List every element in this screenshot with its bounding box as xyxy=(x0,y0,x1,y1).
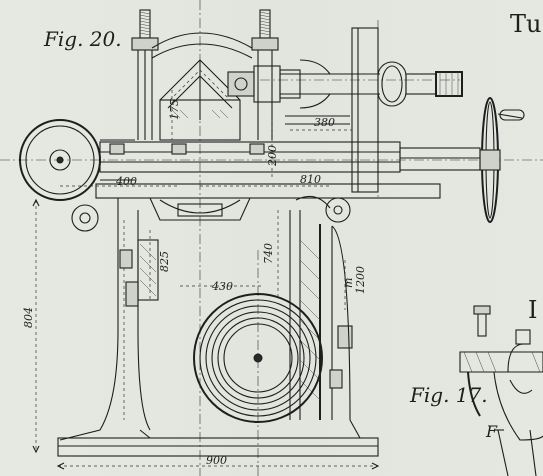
cone-pulley xyxy=(193,293,323,423)
edge-letter-right: I xyxy=(528,296,537,324)
dimension-lines xyxy=(32,90,380,470)
left-pulley xyxy=(19,119,135,201)
drive-shaft xyxy=(280,59,380,125)
dim-1200: 1200 xyxy=(354,266,367,294)
dim-900: 900 xyxy=(206,454,227,467)
threaded-spindle-left xyxy=(131,9,159,140)
dim-175: 175 xyxy=(168,99,181,120)
saddle xyxy=(71,183,441,232)
figure-17-label: Fig. 17. xyxy=(409,383,488,407)
edge-title-fragment: Tu xyxy=(510,10,541,38)
handwheel xyxy=(479,97,525,223)
head-frame xyxy=(151,32,253,141)
figure-20-label: Fig. 20. xyxy=(43,27,122,51)
figure-17-drawing xyxy=(459,305,543,476)
right-upright xyxy=(289,210,353,421)
dim-825: 825 xyxy=(158,251,171,272)
column xyxy=(59,198,159,441)
part-letter-f: F xyxy=(485,422,498,441)
horizontal-slide xyxy=(99,141,481,173)
disc-pulley xyxy=(351,27,463,193)
dim-380: 380 xyxy=(314,116,335,129)
dim-810: 810 xyxy=(300,173,321,186)
dim-804: 804 xyxy=(22,307,35,328)
dim-unit-m: m xyxy=(342,278,355,288)
dim-200: 200 xyxy=(266,145,279,167)
base xyxy=(57,419,379,457)
center-hub xyxy=(227,65,301,103)
dim-430: 430 xyxy=(211,280,233,293)
dim-400: 400 xyxy=(115,175,137,188)
threaded-spindle-right xyxy=(251,9,279,140)
dimension-labels: 175 380 200 400 810 825 740 430 1200 m 8… xyxy=(22,99,367,467)
dim-740: 740 xyxy=(262,243,275,264)
